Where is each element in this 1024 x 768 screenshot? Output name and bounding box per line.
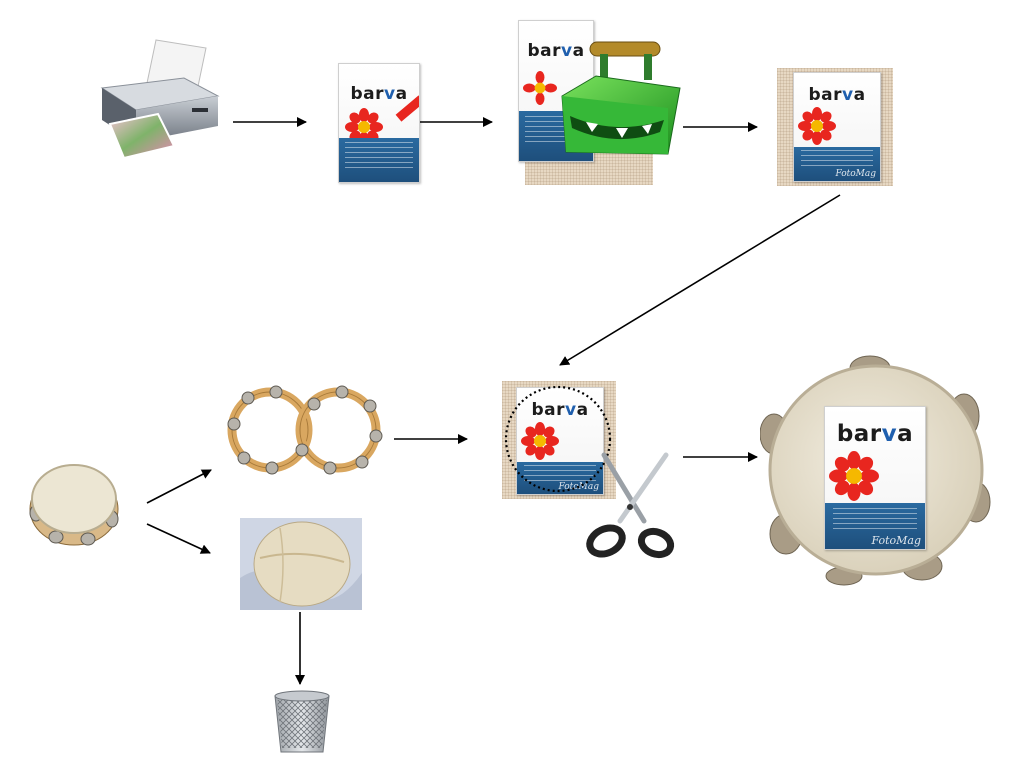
finished-tambourine-node: barva FotoMag [760, 354, 996, 586]
tambourine-frames-node [224, 384, 384, 476]
brand-logo: barva [808, 85, 866, 105]
cut-line-circle [504, 385, 612, 493]
original-tambourine-node [26, 457, 122, 549]
linen-fabric: barva FotoMag [502, 381, 616, 499]
pack-info-panel: FotoMag [794, 147, 880, 181]
flower-icon [521, 422, 559, 460]
arrow-linen-to-cut [559, 194, 841, 366]
trash-bin-icon [274, 690, 330, 753]
brand-logo: barva [527, 41, 585, 61]
drum-skin-icon [240, 521, 362, 610]
flower-icon [523, 71, 557, 105]
brand-logo: barva [836, 421, 914, 447]
transfer-paper-pack: barva FotoMag [516, 387, 604, 495]
ironing-node: barva [518, 20, 686, 185]
arrow-tambourine-to-skin [146, 523, 211, 554]
flower-icon [798, 107, 836, 145]
arrow-tambourine-to-frames [146, 469, 212, 504]
watermark: FotoMag [871, 534, 921, 547]
scissors-icon [586, 452, 675, 559]
pack-info-panel: FotoMag [825, 503, 925, 549]
trash-bin-node [271, 690, 333, 756]
pack-info-panel [339, 138, 419, 182]
tambourine-frame-icon [227, 385, 383, 475]
transfer-paper-pack: barva FotoMag [824, 406, 926, 550]
printer-node [96, 38, 222, 162]
transfer-paper-pack: barva FotoMag [793, 72, 881, 182]
brand-logo: barva [531, 400, 589, 420]
tambourine-icon [29, 464, 119, 546]
flower-icon [829, 451, 879, 501]
cut-out-node: barva FotoMag [502, 381, 678, 561]
printed-linen-node: barva FotoMag [777, 68, 893, 186]
printer-icon [100, 39, 220, 160]
removed-skin-node [240, 518, 362, 610]
watermark: FotoMag [835, 169, 876, 179]
iron-icon [561, 41, 681, 155]
transfer-paper-pack: barva [338, 63, 420, 183]
brand-logo: barva [350, 84, 408, 104]
